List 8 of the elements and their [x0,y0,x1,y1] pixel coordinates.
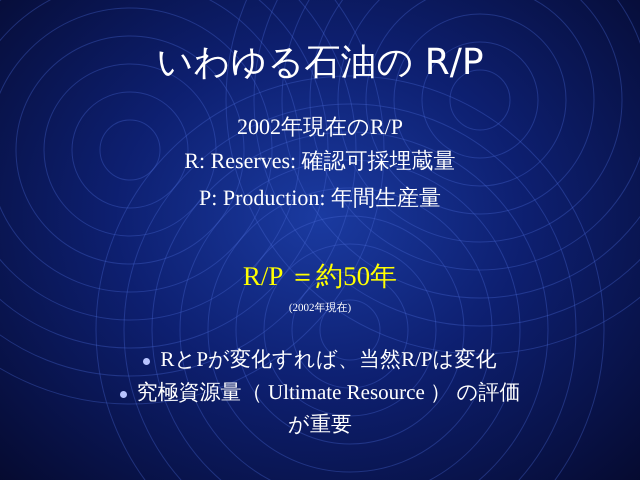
bullet-text: 究極資源量（ Ultimate Resource ） の評価が重要 [136,380,520,436]
bullet-text: RとPが変化すれば、当然R/Pは変化 [160,347,497,371]
slide-title: いわゆる石油の R/P [155,41,485,85]
definition-text: P: Production: 年間生産量 [198,184,442,212]
result-text: R/P ＝約50年 [242,260,398,293]
note-text: (2002年現在) [288,301,352,315]
definition-text: R: Reserves: 確認可採埋蔵量 [183,147,457,175]
subtitle: 2002年現在のR/P [236,113,404,141]
